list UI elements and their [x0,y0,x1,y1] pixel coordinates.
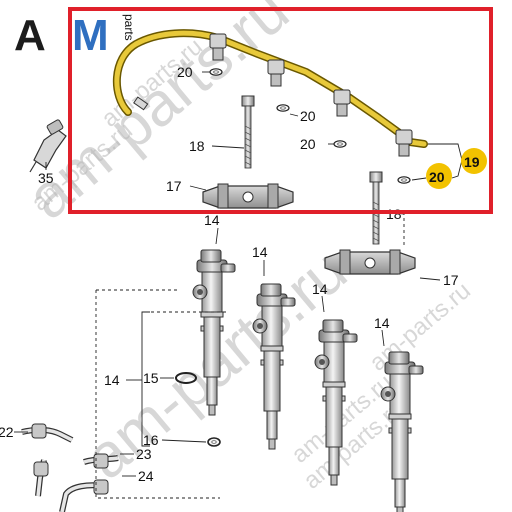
callout-circle-20 [426,163,452,189]
logo-letter-m: M [72,11,109,60]
label-17a: 17 [166,178,182,194]
label-18a: 18 [189,138,205,154]
o-ring-15 [175,372,197,384]
injector-pipe-23 [83,453,119,469]
bolt-18a [241,95,255,169]
injector-pipe-24 [59,479,109,512]
washer-20a [209,68,223,76]
label-16: 16 [143,432,159,448]
clamp-17b [324,249,416,275]
t-fitting-1 [209,33,227,61]
washer-20b [276,104,290,112]
logo-letter-a: A [14,11,46,60]
washer-20d [397,176,411,184]
label-15: 15 [143,370,159,386]
callout-circle-19 [461,148,487,174]
label-20b: 20 [300,108,316,124]
label-14a: 14 [204,212,220,228]
label-17b: 17 [443,272,459,288]
t-fitting-3 [333,89,351,117]
label-14b: 14 [252,244,268,260]
bolt-18b [369,171,383,245]
t-fitting-4 [395,129,413,157]
label-35: 35 [38,170,54,186]
label-20d: 20 [429,169,445,185]
label-24: 24 [138,468,154,484]
injector-pipe-22 [21,423,74,497]
washer-20c [333,140,347,148]
logo-parts-text: parts [122,14,136,41]
label-14c: 14 [312,281,328,297]
label-14e: 14 [104,372,120,388]
label-14d: 14 [374,315,390,331]
t-fitting-2 [267,59,285,87]
label-20c: 20 [300,136,316,152]
label-20a: 20 [177,64,193,80]
label-19: 19 [464,154,480,170]
label-23: 23 [136,446,152,462]
label-22: 22 [0,424,14,440]
am-parts-logo: A M parts [14,11,136,60]
fuel-return-line [112,29,428,157]
clamp-17a [202,183,294,209]
part-labels: 20 20 20 20 19 18 18 17 17 35 14 14 14 1… [0,64,480,484]
highlight-box [68,7,493,214]
